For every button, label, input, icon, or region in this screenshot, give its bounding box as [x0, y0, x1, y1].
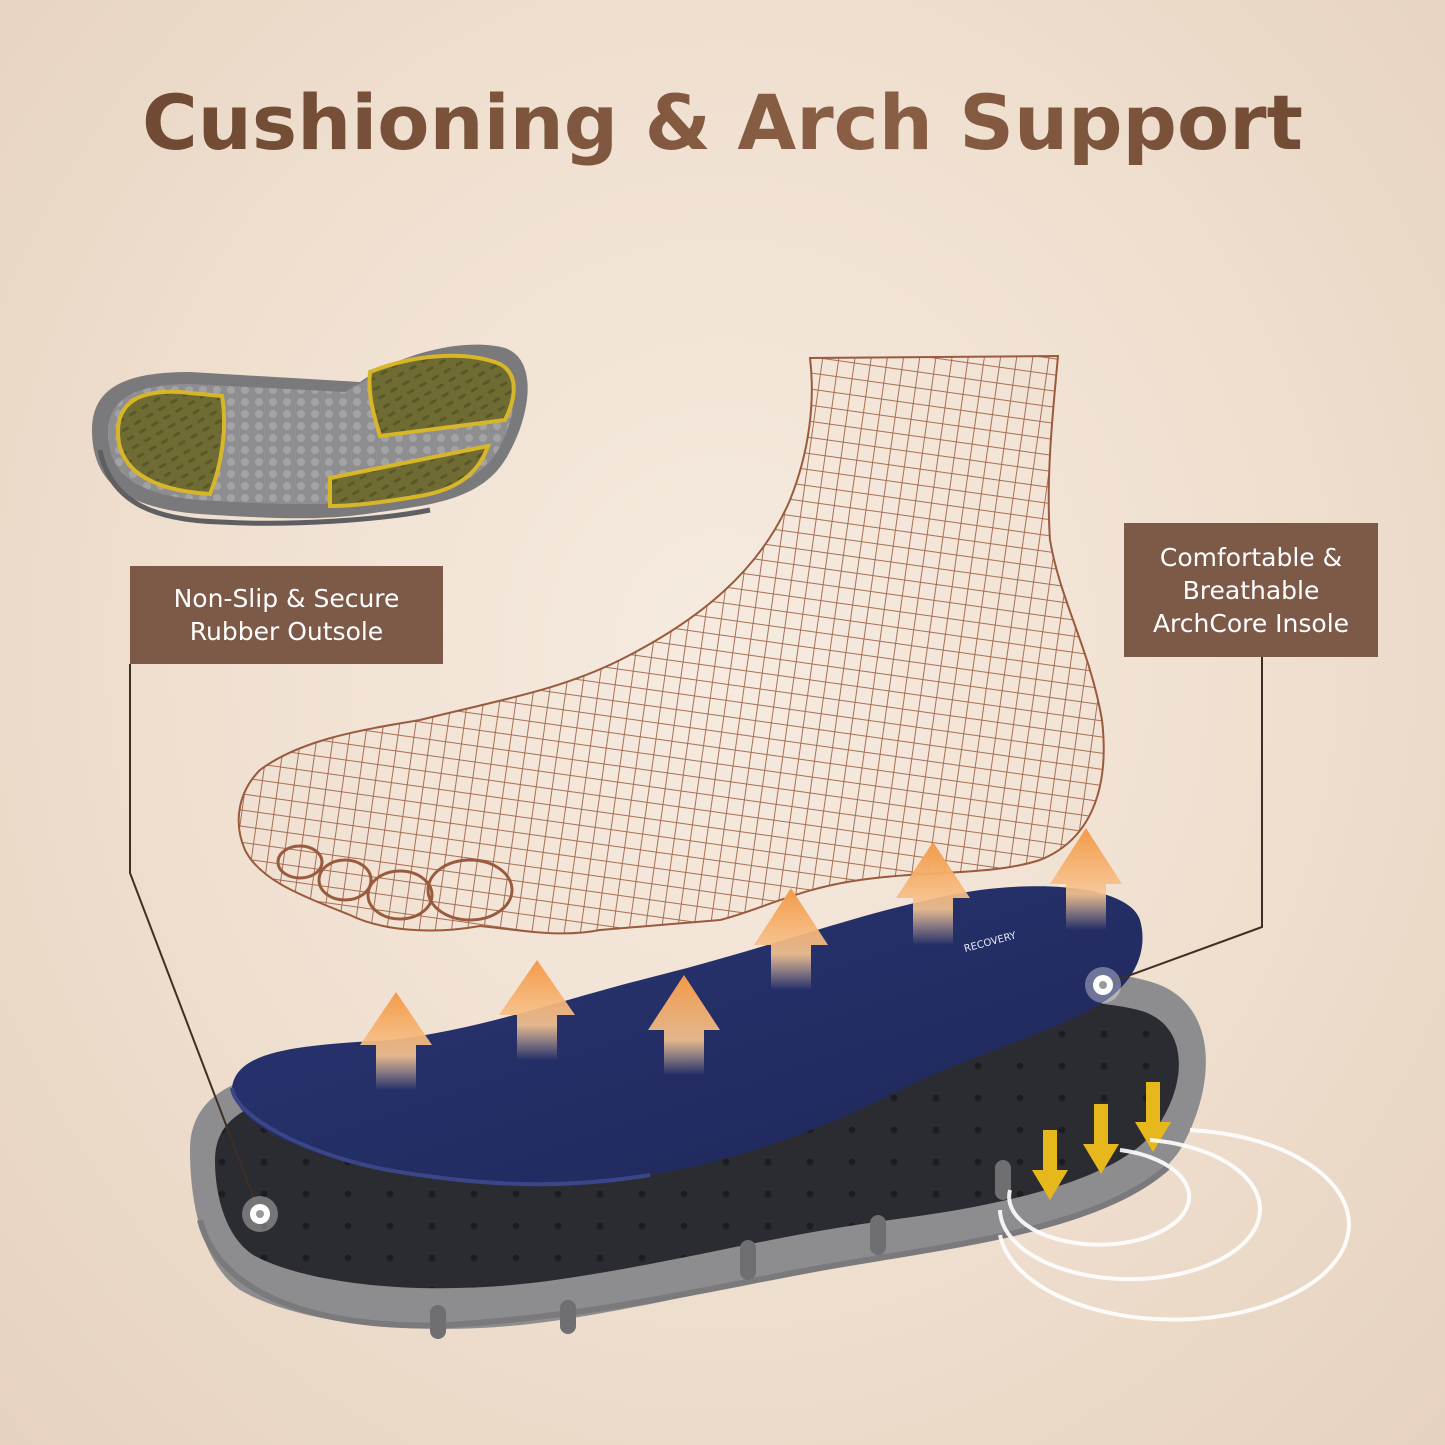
arrow-down-icon: [1032, 1130, 1068, 1200]
arrow-down-icon: [1135, 1082, 1171, 1152]
arrow-up-icon: [754, 888, 828, 990]
insole-callout-line3: ArchCore Insole: [1152, 608, 1350, 638]
arrow-up-icon: [896, 842, 970, 945]
arrow-down-icon: [1083, 1104, 1119, 1174]
outsole-callout: Non-Slip & Secure Rubber Outsole: [130, 566, 443, 664]
page-title: Cushioning & Arch Support: [0, 78, 1445, 167]
pressure-arrows-down: [1032, 1082, 1171, 1200]
arrow-up-icon: [360, 992, 432, 1090]
ripple-icon: [998, 1128, 1351, 1322]
callout-dot-icon: [1085, 967, 1121, 1003]
arrow-up-icon: [499, 960, 575, 1060]
insole-callout-line1: Comfortable &: [1159, 542, 1343, 572]
outsole-callout-line1: Non-Slip & Secure: [173, 584, 400, 613]
outsole-callout-line2: Rubber Outsole: [189, 617, 384, 646]
insole-callout: Comfortable & Breathable ArchCore Insole: [1124, 523, 1378, 657]
arrow-up-icon: [1050, 828, 1122, 930]
pressure-arrows-up: [360, 828, 1122, 1090]
callout-dot-icon: [242, 1196, 278, 1232]
foot-wireframe: [237, 354, 1105, 935]
outsole-preview: [92, 344, 528, 526]
callout-leader-left: [129, 664, 261, 1215]
insole-callout-line2: Breathable: [1182, 575, 1320, 605]
callout-leader-right: [1102, 657, 1263, 986]
arrow-up-icon: [648, 975, 720, 1075]
